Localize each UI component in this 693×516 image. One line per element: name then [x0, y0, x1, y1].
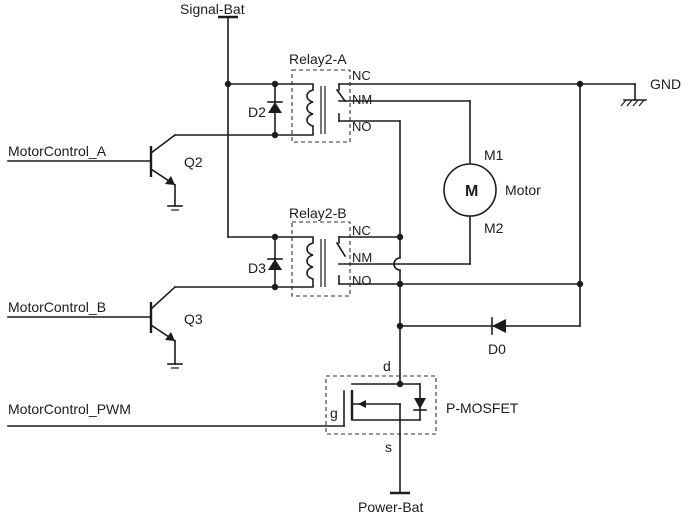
relay-a-nm-label: NM [352, 92, 372, 107]
transistor-q2: MotorControl_A Q2 [7, 133, 276, 211]
q2-emitter-arrow-icon [165, 176, 175, 185]
motor-control-a-label: MotorControl_A [8, 143, 107, 159]
relay-a: Relay2-A NC NM NO [274, 51, 581, 143]
gate-label: g [330, 405, 338, 421]
relay-b-nc-label: NC [352, 223, 371, 238]
d2-label: D2 [248, 104, 266, 120]
d3-diode-icon [268, 259, 282, 270]
d0-diode-icon [492, 319, 506, 333]
motor-symbol: M [465, 183, 478, 200]
relay-b-label: Relay2-B [289, 205, 347, 221]
diode-d0: D0 [399, 317, 581, 357]
transistor-q3: MotorControl_B Q3 [7, 285, 276, 369]
motor-m: M Motor M1 M2 [443, 100, 541, 265]
d0-label: D0 [488, 341, 506, 357]
d3-label: D3 [248, 260, 266, 276]
drain-bus: d [383, 120, 404, 388]
q3-label: Q3 [184, 311, 203, 327]
d2-diode-icon [268, 102, 282, 113]
motor-control-pwm-label: MotorControl_PWM [8, 401, 131, 417]
q3-emitter-arrow-icon [165, 332, 175, 341]
m1-label: M1 [484, 147, 504, 163]
power-bat-label: Power-Bat [358, 499, 423, 515]
q2-label: Q2 [184, 154, 203, 170]
motor-circle [443, 163, 497, 217]
relay-a-outline [291, 69, 351, 143]
diode-d3: D3 [248, 233, 283, 291]
mosfet-body-diode-icon [414, 398, 426, 409]
relay-a-no-label: NO [352, 119, 372, 134]
relay-b: Relay2-B NC NM NO [274, 205, 581, 297]
p-mosfet: P-MOSFET g s MotorControl_PWM [7, 375, 519, 494]
m2-label: M2 [484, 220, 504, 236]
relay-a-switch-arm [335, 88, 347, 103]
relay-b-outline [291, 221, 351, 297]
signal-bat-supply: Signal-Bat [180, 1, 245, 85]
relay-b-no-label: NO [352, 273, 372, 288]
relay-a-coil [274, 83, 314, 136]
drain-label: d [383, 358, 391, 374]
diode-d2: D2 [224, 80, 283, 139]
upper-rail-wires [227, 83, 276, 238]
motor-label: Motor [505, 182, 541, 198]
relay-b-coil [274, 236, 314, 288]
power-bat-supply: Power-Bat [358, 491, 423, 515]
gnd-label: GND [650, 76, 681, 92]
relay-a-nc-label: NC [352, 68, 371, 83]
source-label: s [385, 439, 392, 455]
relay-b-switch-arm [335, 241, 347, 258]
relay-b-nm-label: NM [352, 250, 372, 265]
signal-bat-label: Signal-Bat [180, 1, 245, 17]
gnd: GND [576, 76, 681, 327]
relay-a-label: Relay2-A [289, 51, 347, 67]
mosfet-arrow-icon [358, 400, 366, 408]
motor-control-b-label: MotorControl_B [8, 299, 106, 315]
p-mosfet-label: P-MOSFET [446, 400, 519, 416]
